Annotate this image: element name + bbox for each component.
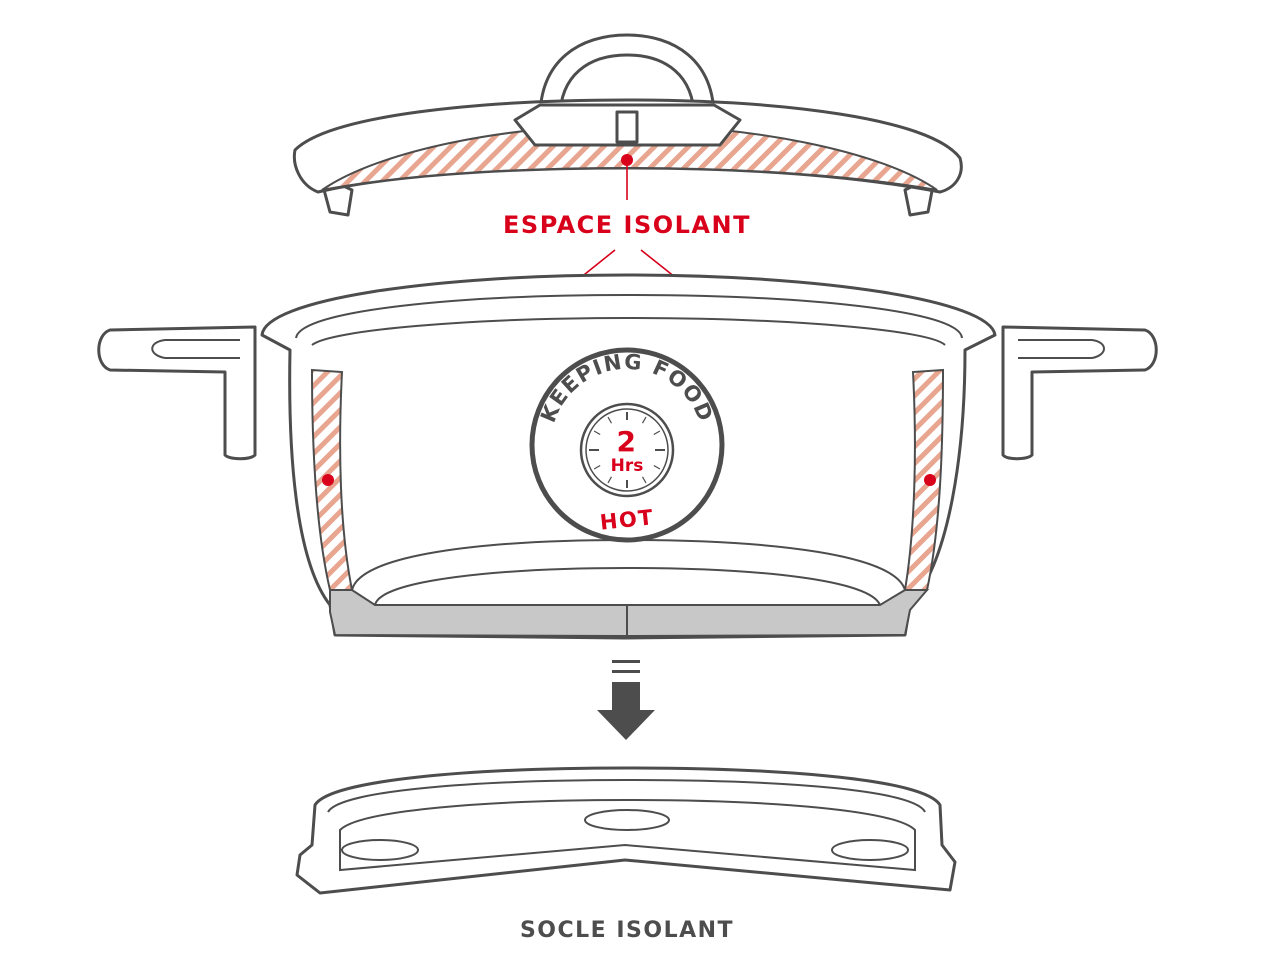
clock-tick [641,416,647,424]
base-inner-rim [327,778,926,813]
clock-tick [607,476,613,484]
clock-tick [607,416,613,424]
clock-tick [593,464,601,470]
base-foot-center [584,809,670,831]
callout-dot-lid [621,154,633,166]
insulating-base [295,766,957,895]
lid [292,33,963,217]
base-foot-right [831,839,909,861]
clock-ticks [589,412,665,488]
pot-rim-inner [295,293,963,339]
clock-icon [579,402,675,498]
handle-left-hole [151,339,240,359]
handle-right-hole [1018,339,1105,359]
callout-dot-right-wall [924,474,936,486]
pot-inner-bottom-ellipse [374,566,881,606]
clock-tick [653,464,661,470]
clock-tick [653,430,661,436]
handle-right [1001,325,1158,461]
keeping-food-hot-badge: KEEPING FOOD 2 Hrs HOT [529,347,725,543]
base-inner-floor [339,798,916,872]
base-label: SOCLE ISOLANT [520,918,734,943]
pot-inner-wall [311,316,946,346]
lid-label: ESPACE ISOLANT [503,211,751,239]
callout-dot-left-wall [322,474,334,486]
clock-tick [641,476,647,484]
lid-vent [615,110,639,144]
arrow-down-icon [597,660,655,740]
badge-number: 2 [617,425,638,458]
badge-bottom-text: HOT [599,505,655,535]
base-foot-left [341,839,419,861]
handle-left [97,325,257,461]
pot-base-band [329,589,930,638]
clock-tick [593,430,601,436]
badge-unit: Hrs [611,456,644,476]
